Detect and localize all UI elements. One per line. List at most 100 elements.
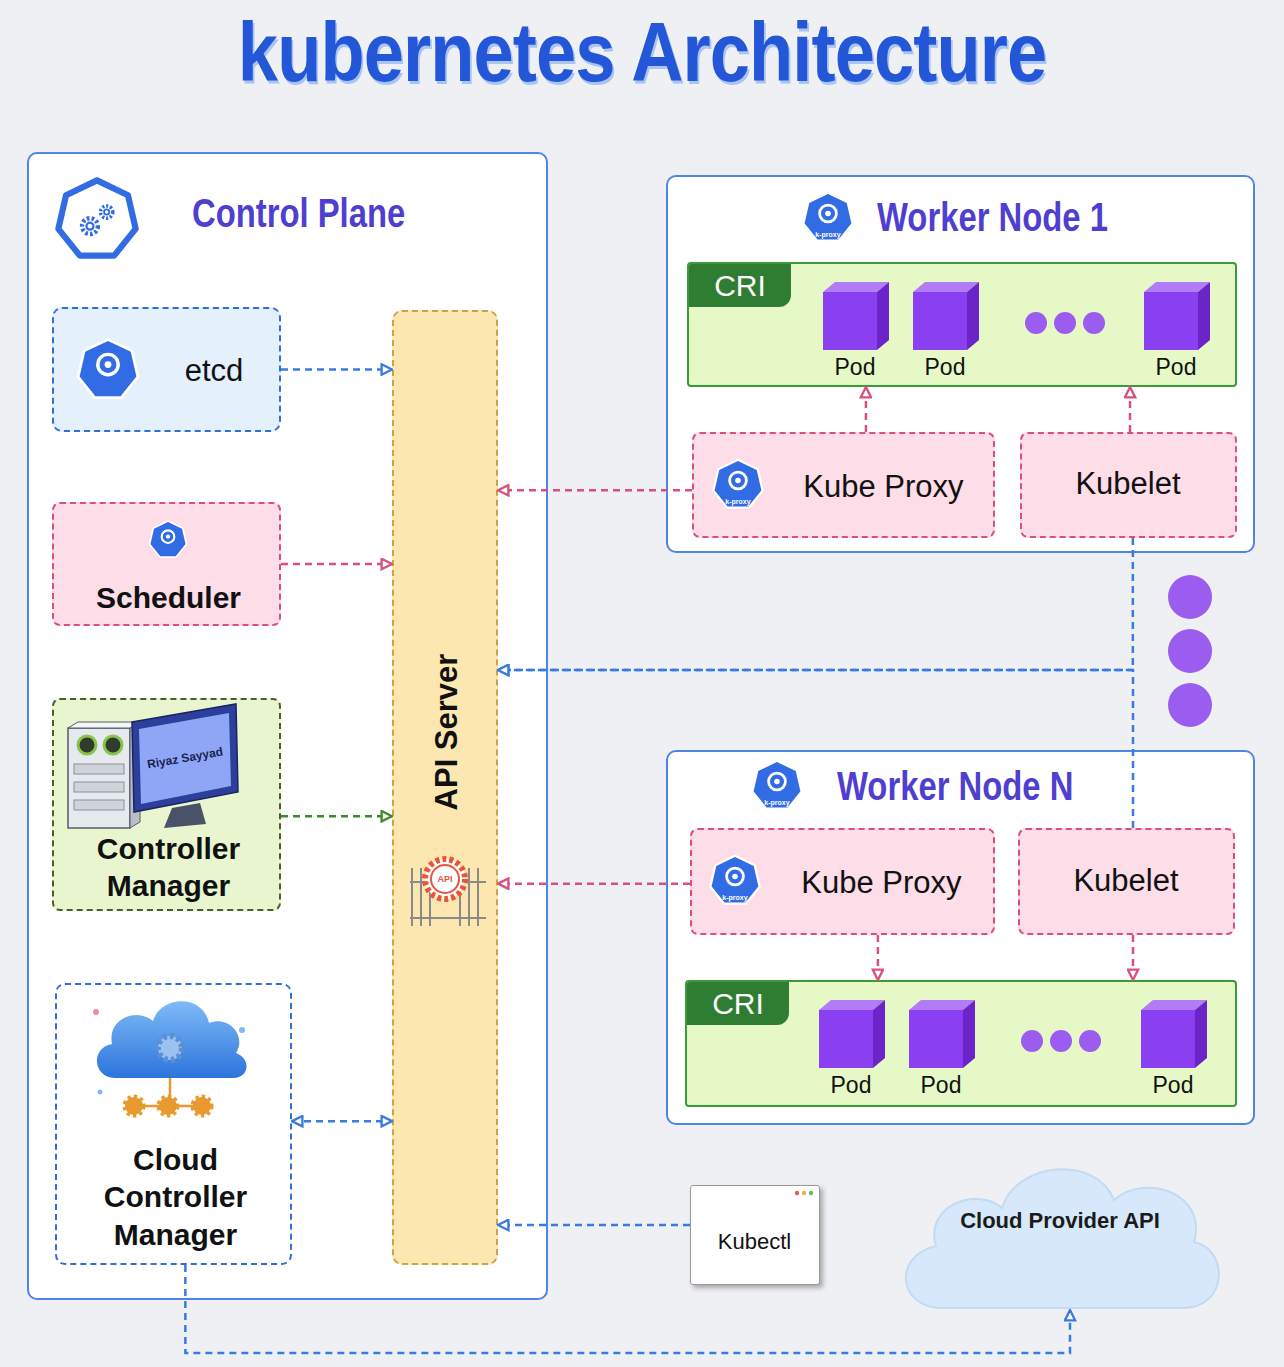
- fence-bar: [411, 868, 413, 926]
- cube-side: [963, 1000, 975, 1068]
- scheduler-icon: [150, 521, 187, 557]
- server-rack-side: [130, 722, 140, 828]
- cube-side: [1195, 1000, 1207, 1068]
- server-slot: [74, 800, 124, 810]
- runtime-band: CRIPodPodPod: [685, 980, 1237, 1107]
- monitor-frame: [132, 704, 238, 812]
- cube-front: [823, 292, 877, 350]
- fence-rail: [410, 917, 486, 919]
- wire: [169, 1078, 172, 1098]
- pod-cube-label: Pod: [895, 354, 995, 380]
- worker-node-container-label: Worker Node 1: [877, 191, 1172, 243]
- kube-proxy-icon: [713, 460, 762, 508]
- cloud-shape: [906, 1169, 1219, 1308]
- ellipsis-dot: [1025, 312, 1047, 334]
- pod-cube-outline: [1136, 280, 1216, 352]
- server-slot: [74, 782, 124, 792]
- wire: [134, 1105, 202, 1108]
- pod-cube-label: Pod: [801, 1072, 901, 1098]
- pod-cube-outline: [815, 280, 895, 352]
- pod-cube-outline: [905, 280, 985, 352]
- kubelet-box-label: Kubelet: [1022, 434, 1234, 535]
- api-server-bar: API Server: [392, 310, 498, 1265]
- kube-proxy-box: Kube Proxy: [690, 828, 995, 935]
- kubelet-box-label: Kubelet: [1020, 830, 1232, 932]
- pod-cube-label: Pod: [891, 1072, 991, 1098]
- worker-node-container: Worker Node NKube ProxyKubeletCRIPodPodP…: [666, 750, 1255, 1125]
- connector-arrow: [281, 563, 392, 566]
- controller-box: Controller Manager: [52, 698, 281, 911]
- sparkle-dot: [98, 1090, 103, 1095]
- ellipsis-dot: [1168, 629, 1212, 673]
- pod-cube: Pod: [1133, 998, 1213, 1098]
- sparkle-dot: [239, 1027, 245, 1033]
- gear-icon: [125, 1097, 143, 1115]
- datastore-box: etcd: [52, 307, 281, 432]
- connector-arrow: [281, 815, 392, 818]
- connector-arrow: [292, 1120, 392, 1123]
- server-fan: [104, 736, 122, 754]
- kube-proxy-box-label: Kube Proxy: [774, 830, 989, 937]
- runtime-band-label: CRI: [687, 982, 789, 1025]
- gear-icon: [158, 1036, 182, 1060]
- kube-proxy-box: Kube Proxy: [692, 432, 995, 538]
- window-button: [802, 1191, 806, 1195]
- pod-cube-outline: [1133, 998, 1213, 1070]
- worker-node-container: Worker Node 1CRIPodPodPodKube ProxyKubel…: [666, 175, 1255, 553]
- fence-bar: [429, 868, 431, 926]
- cube-side: [873, 1000, 885, 1068]
- connector-arrow: [865, 387, 868, 432]
- cloud-controller-box-label: Cloud Controller Manager: [65, 1133, 286, 1261]
- cube-front: [819, 1010, 873, 1068]
- fence-bar: [468, 868, 470, 926]
- fence-bar: [420, 868, 422, 926]
- fence-bar: [477, 868, 479, 926]
- connector-arrow: [498, 670, 1133, 828]
- datastore-box-label: etcd: [149, 309, 279, 434]
- cloud-illustration: [93, 1001, 247, 1115]
- gear-icon: [159, 1097, 177, 1115]
- ellipsis-dot: [1050, 1030, 1072, 1052]
- ellipsis-dot: [1083, 312, 1105, 334]
- api-server-bar-label: API Server: [427, 582, 467, 882]
- gear-icon: [425, 859, 465, 899]
- cloud-api-shape-label: Cloud Provider API: [910, 1198, 1210, 1244]
- kubelet-box: Kubelet: [1020, 432, 1237, 538]
- connector-arrow: [1132, 935, 1135, 980]
- cube-front: [913, 292, 967, 350]
- connector-arrow: [281, 368, 392, 371]
- gear-icon: [431, 865, 459, 893]
- kube-proxy-icon: [710, 856, 759, 904]
- pod-cube: Pod: [901, 998, 981, 1098]
- worker-node-icon: [752, 761, 801, 809]
- diagram-title: kubernetes Architecture: [238, 0, 1047, 104]
- server-rack: [68, 728, 130, 828]
- cube-front: [909, 1010, 963, 1068]
- pod-cube-label: Pod: [805, 354, 905, 380]
- control-plane-container: Control PlaneetcdSchedulerController Man…: [27, 152, 548, 1300]
- cli-window-label: Kubectl: [691, 1200, 818, 1284]
- api-gate-icon: [410, 859, 486, 926]
- connector-arrow: [498, 1224, 690, 1227]
- cloud-controller-box: Cloud Controller Manager: [55, 983, 292, 1265]
- cloud-icon: [97, 1001, 247, 1078]
- cube-side: [1198, 282, 1210, 350]
- monitor-stand: [164, 803, 206, 828]
- connector-arrow: [498, 882, 690, 885]
- cube-side: [877, 282, 889, 350]
- server-illustration: [68, 704, 238, 828]
- connector-arrow: [877, 935, 880, 980]
- worker-node-icon: [803, 193, 852, 241]
- controller-box-label: Controller Manager: [64, 825, 273, 909]
- cube-front: [1144, 292, 1198, 350]
- ellipsis-dot: [1054, 312, 1076, 334]
- runtime-band-label: CRI: [689, 264, 791, 307]
- server-fan: [78, 736, 96, 754]
- pod-cube-label: Pod: [1126, 354, 1226, 380]
- ellipsis-dot: [1079, 1030, 1101, 1052]
- ellipsis-dot: [1021, 1030, 1043, 1052]
- scheduler-box: Scheduler: [52, 502, 281, 626]
- kubelet-box: Kubelet: [1018, 828, 1235, 935]
- connector-arrow: [498, 538, 1133, 670]
- runtime-band: CRIPodPodPod: [687, 262, 1237, 387]
